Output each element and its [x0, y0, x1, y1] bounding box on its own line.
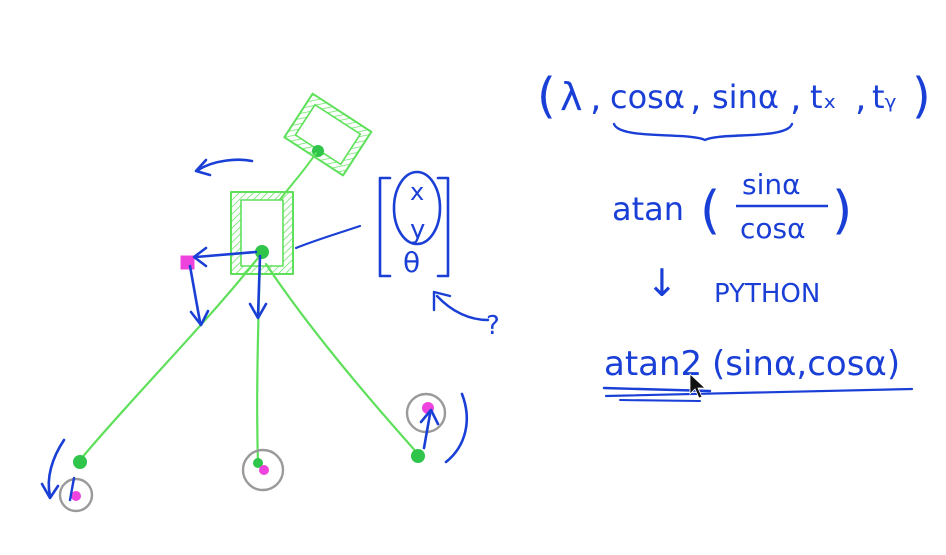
leg-left	[78, 256, 260, 462]
question-arrow	[435, 294, 490, 322]
python-label: PYTHON	[714, 279, 820, 309]
blue-arrowhead-up-right	[419, 408, 440, 426]
atan-close-paren: )	[832, 181, 852, 241]
blue-arrowhead-down-center	[248, 302, 268, 320]
pose-pointer-line	[294, 224, 362, 250]
previous-robot-box	[283, 92, 373, 177]
pose-x-label: x	[410, 178, 424, 206]
tuple-comma-3: ,	[790, 78, 801, 119]
tuple-comma-4: ,	[855, 78, 866, 119]
mouse-cursor-icon	[689, 373, 707, 399]
pose-bracket-left	[378, 176, 392, 278]
tuple-tx: tₓ	[810, 78, 837, 116]
equations: ( λ , cosα , sinα , tₓ , tᵧ ) atan ( sin…	[537, 68, 931, 402]
pose-theta-label: θ	[403, 246, 420, 279]
tuple-comma-2: ,	[690, 78, 701, 119]
blue-arrow-up-right-landmark	[422, 412, 432, 450]
blue-tick-left-landmark	[68, 476, 76, 502]
current-robot-center	[255, 245, 269, 259]
tuple-comma-1: ,	[590, 78, 601, 119]
robot-sketch	[40, 92, 490, 513]
blue-arrow-left-landmark	[47, 438, 66, 498]
tuple-sin: sinα	[712, 78, 779, 116]
landmark-middle-estimate	[253, 458, 263, 468]
atan-func: atan	[612, 190, 684, 228]
blue-arrow-left-translate	[194, 250, 258, 259]
tuple-open-paren: (	[537, 68, 556, 124]
tuple-ty: tᵧ	[872, 78, 897, 116]
landmark-left-observed-ring	[58, 477, 94, 513]
leg-right	[264, 262, 420, 456]
blue-arc-right-landmark	[444, 392, 469, 464]
blue-arrowhead-left	[192, 246, 208, 268]
landmark-middle-observed-ring	[241, 448, 285, 492]
atan2-underline-tick	[619, 399, 701, 402]
down-arrow-icon: ↓	[646, 261, 678, 305]
blue-arrowhead-left-landmark	[40, 482, 60, 500]
current-robot-box	[230, 191, 294, 275]
blue-arrow-down-center	[256, 254, 262, 318]
atan2-func: atan2	[604, 344, 702, 384]
tuple-lambda: λ	[560, 75, 583, 119]
tuple-cos: cosα	[610, 78, 685, 116]
pose-bracket-right	[436, 176, 450, 278]
tuple-close-paren: )	[912, 68, 931, 124]
atan-denominator: cosα	[740, 212, 806, 245]
blue-arrow-down-marker	[188, 264, 202, 324]
landmark-right-estimate	[411, 449, 425, 463]
atan-numerator: sinα	[742, 168, 801, 201]
landmark-left-estimate	[73, 455, 87, 469]
atan2-args: (sinα,cosα)	[712, 344, 900, 384]
blue-arrowhead-down-marker	[189, 309, 210, 327]
pose-y-label: y	[410, 215, 425, 245]
landmark-middle-observed	[259, 465, 269, 475]
landmark-left-observed	[71, 491, 81, 501]
rotation-arrowhead	[194, 158, 212, 177]
rotation-arrow-icon	[196, 158, 254, 172]
pose-xy-ellipse	[392, 170, 442, 246]
question-mark: ?	[486, 311, 500, 341]
robot-corner-marker	[180, 255, 195, 270]
atan-open-paren: (	[700, 181, 720, 241]
question-arrowhead	[432, 290, 452, 312]
tuple-underbrace	[612, 122, 794, 142]
atan2-double-underline	[604, 387, 914, 398]
